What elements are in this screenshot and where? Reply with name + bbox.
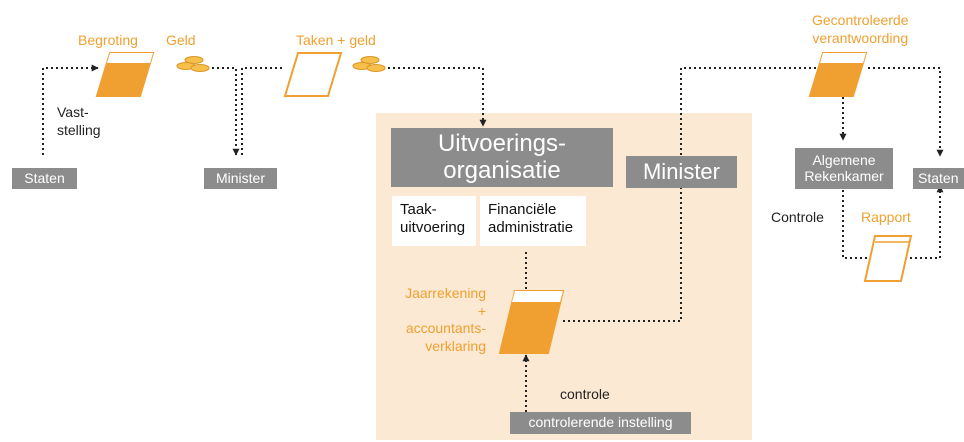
document-icon bbox=[95, 52, 155, 97]
connector-staten-to-begroting bbox=[42, 64, 99, 155]
controlerende-instelling-box: controlerende instelling bbox=[510, 412, 691, 434]
document-icon bbox=[283, 52, 343, 97]
connector-jaarrekening-to-minister bbox=[563, 165, 685, 322]
taken-geld-label: Taken + geld bbox=[296, 32, 376, 48]
begroting-label: Begroting bbox=[78, 32, 138, 48]
coins-icon bbox=[176, 56, 210, 72]
financiele-administratie-box: Financiële administratie bbox=[480, 196, 586, 246]
coins-icon bbox=[352, 56, 386, 72]
staten-box-right: Staten bbox=[913, 168, 964, 189]
staten-box-left: Staten bbox=[12, 168, 77, 189]
connector-geld-to-minister bbox=[212, 67, 240, 156]
vaststelling-label: Vast- stelling bbox=[57, 104, 101, 138]
document-icon bbox=[808, 52, 868, 97]
rapport-label: Rapport bbox=[861, 209, 911, 225]
gecontroleerde-verantwoording-label: Gecontroleerde verantwoording bbox=[812, 12, 909, 46]
minister-box-center: Minister bbox=[626, 156, 737, 188]
connector-rekenkamer-to-rapport bbox=[842, 190, 870, 259]
document-icon bbox=[863, 235, 913, 282]
controle-label: Controle bbox=[771, 209, 824, 225]
minister-box-left: Minister bbox=[204, 168, 277, 189]
connector-minister-to-taken bbox=[241, 67, 282, 155]
controle-center-label: controle bbox=[560, 386, 610, 402]
connector-minister-to-verantwoording bbox=[680, 67, 835, 155]
algemene-rekenkamer-box: Algemene Rekenkamer bbox=[795, 148, 893, 189]
connector-taken-to-organisatie bbox=[388, 67, 487, 127]
jaarrekening-label: Jaarrekening + accountants- verklaring bbox=[405, 285, 486, 354]
taakuitvoering-box: Taak- uitvoering bbox=[392, 196, 476, 246]
connector-to-staten-right bbox=[868, 67, 944, 157]
connector-rapport-to-staten bbox=[910, 185, 944, 259]
document-icon bbox=[498, 290, 565, 354]
geld-label: Geld bbox=[166, 32, 196, 48]
uitvoeringsorganisatie-box: Uitvoerings- organisatie bbox=[391, 128, 613, 187]
